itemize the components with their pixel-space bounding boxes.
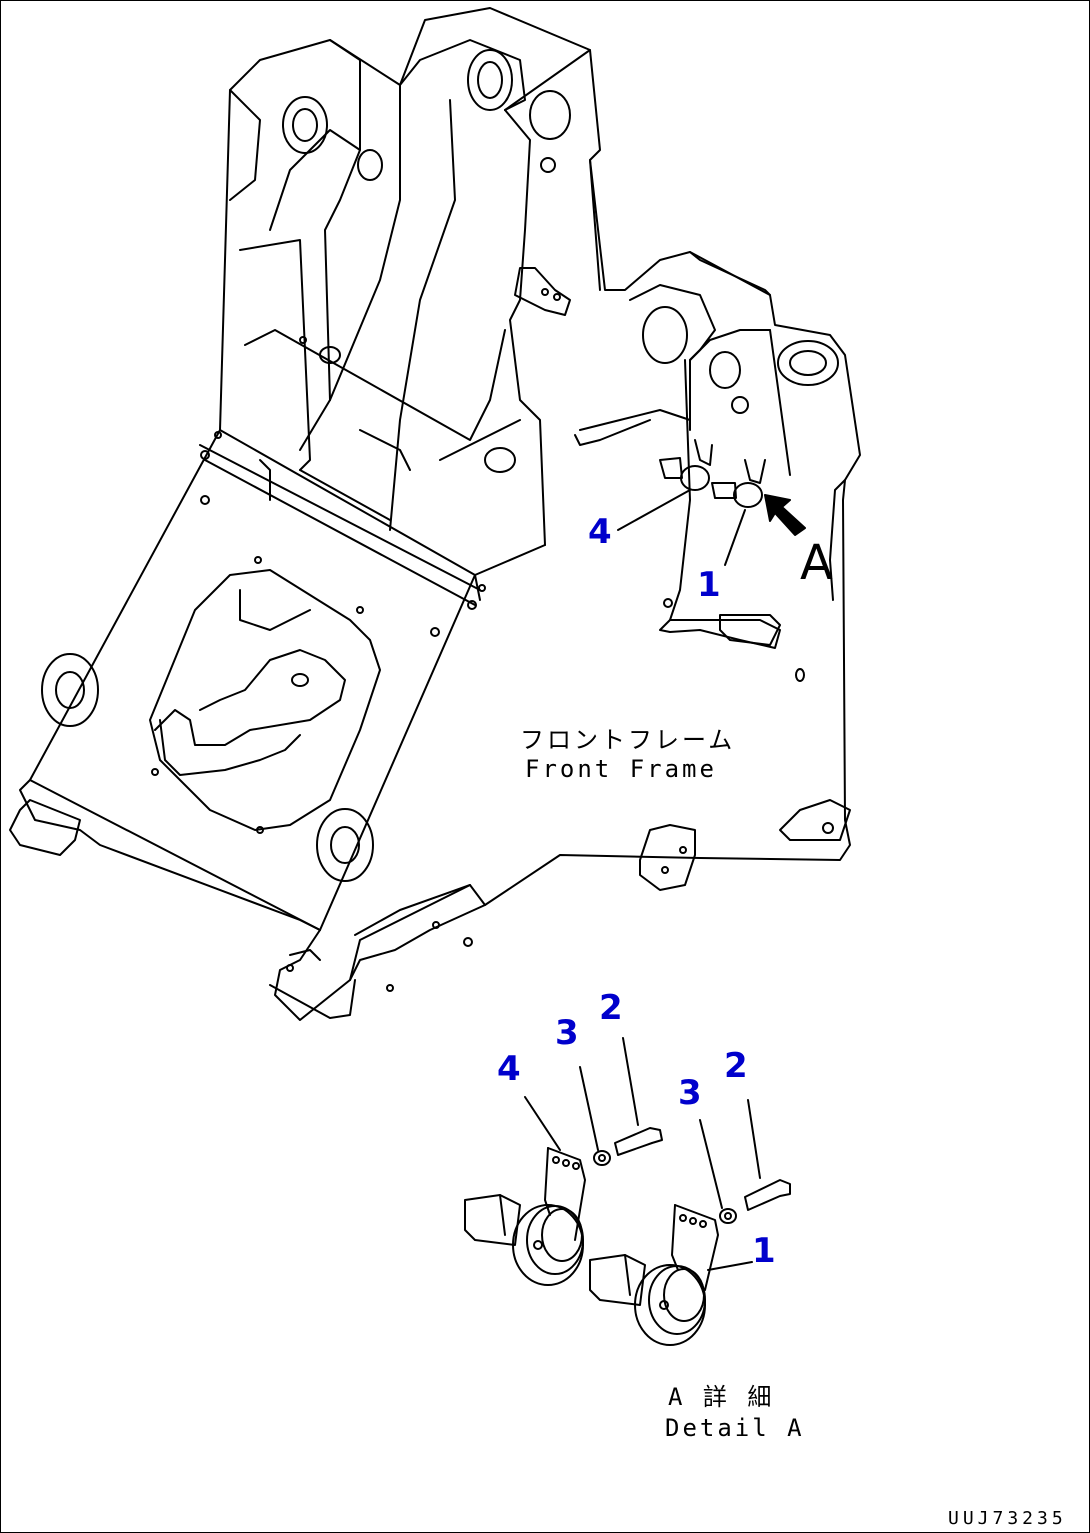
access-opening: [149, 569, 381, 831]
callout-4-detail: 4: [497, 1049, 521, 1089]
front-frame: [9, 7, 861, 1021]
leader-lines-upper: [617, 489, 746, 566]
drawing-number: UUJ73235: [948, 1508, 1067, 1529]
view-marker-a: A: [800, 535, 833, 591]
callout-3-detail-b: 3: [678, 1073, 702, 1113]
frame-label-jp: フロントフレーム: [520, 726, 736, 754]
frame-label-en: Front Frame: [525, 755, 717, 783]
frame-bolts: [151, 288, 834, 992]
detail-label-jp: A 詳 細: [668, 1383, 775, 1411]
callout-1-detail: 1: [752, 1231, 776, 1271]
callout-2-detail-b: 2: [724, 1046, 748, 1086]
callout-3-detail-a: 3: [555, 1013, 579, 1053]
detail-label-en: Detail A: [665, 1414, 805, 1442]
view-a-arrow: [764, 494, 806, 536]
callout-1-upper: 1: [697, 565, 721, 605]
callout-2-detail-a: 2: [599, 988, 623, 1028]
frame-holes: [41, 49, 839, 882]
callout-4-upper: 4: [588, 512, 612, 552]
detail-a-drawing: [464, 1127, 791, 1346]
leader-lines-detail: [524, 1037, 761, 1271]
frame-horns: [659, 439, 766, 508]
